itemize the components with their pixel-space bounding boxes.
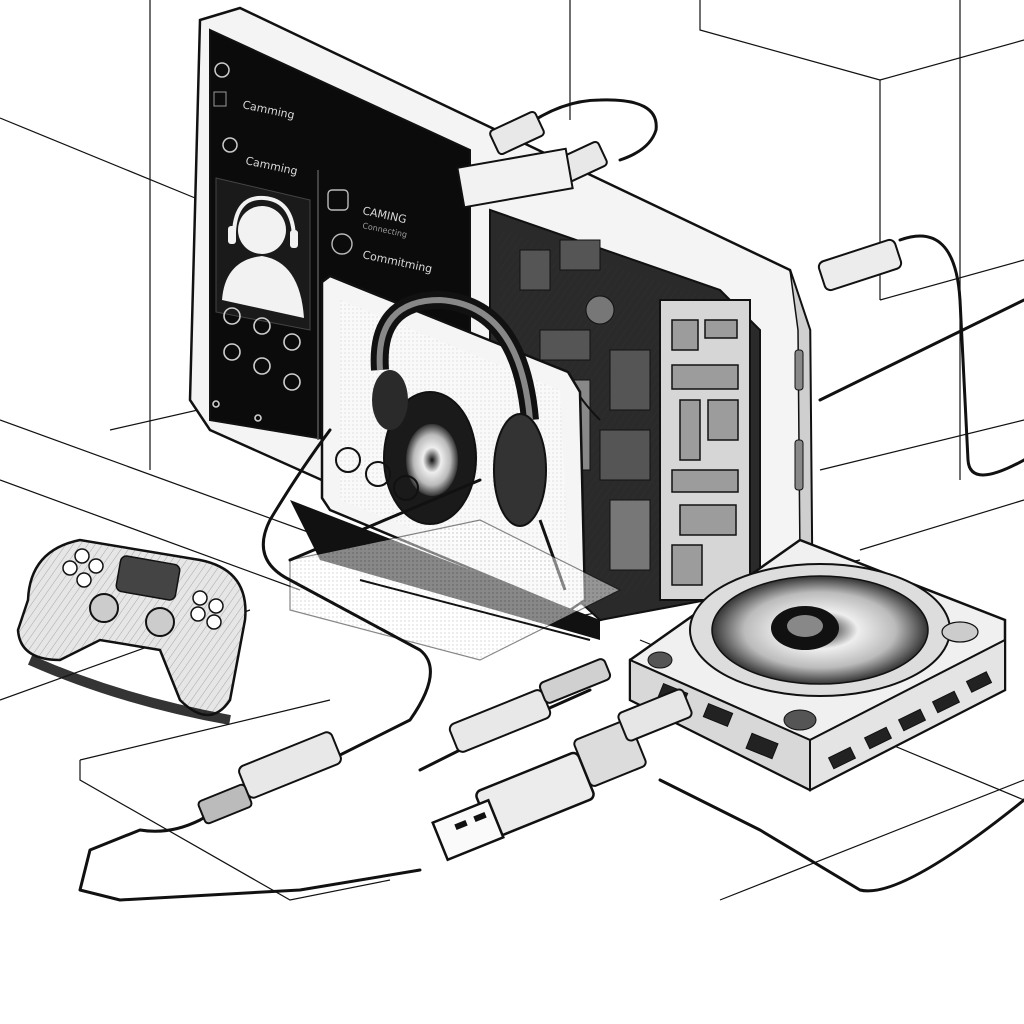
power-button	[941, 621, 979, 643]
side-button	[794, 439, 804, 491]
usb-port	[456, 147, 574, 209]
foot	[783, 709, 817, 731]
right-usb-c-cable	[817, 234, 1024, 477]
top-usb-cable	[456, 98, 658, 209]
keypad-button[interactable]	[253, 317, 271, 335]
headphone-display	[320, 274, 587, 612]
mute-button[interactable]	[223, 307, 241, 325]
foot	[647, 651, 673, 669]
speaker-button[interactable]	[283, 333, 301, 351]
play-button[interactable]	[335, 447, 361, 473]
list-item-icon	[331, 233, 353, 255]
video-button[interactable]	[253, 357, 271, 375]
dpad-icon	[62, 548, 104, 588]
end-call-button[interactable]	[283, 373, 301, 391]
indicator-icon	[254, 414, 262, 422]
face-buttons	[190, 590, 224, 630]
touchpad	[115, 555, 181, 601]
list-item-icon	[327, 189, 349, 211]
gamepad	[16, 538, 247, 725]
left-thumbstick	[89, 593, 119, 623]
audio-connector	[238, 731, 342, 799]
usb-a-plug	[431, 751, 595, 862]
side-button	[794, 349, 804, 391]
next-button[interactable]	[393, 475, 419, 501]
headphones-icon	[232, 195, 296, 237]
back-icon	[214, 62, 230, 78]
indicator-icon	[212, 400, 220, 408]
call-controls	[212, 307, 301, 422]
console-hub	[628, 538, 1007, 792]
call-icon	[222, 137, 238, 153]
right-thumbstick	[145, 607, 175, 637]
add-call-button[interactable]	[223, 343, 241, 361]
usb-c-connector	[448, 689, 552, 753]
hub-ports	[657, 671, 993, 770]
menu-icon	[213, 91, 227, 107]
pause-button[interactable]	[365, 461, 391, 487]
avatar	[222, 195, 304, 318]
floor-cables	[78, 428, 1024, 902]
